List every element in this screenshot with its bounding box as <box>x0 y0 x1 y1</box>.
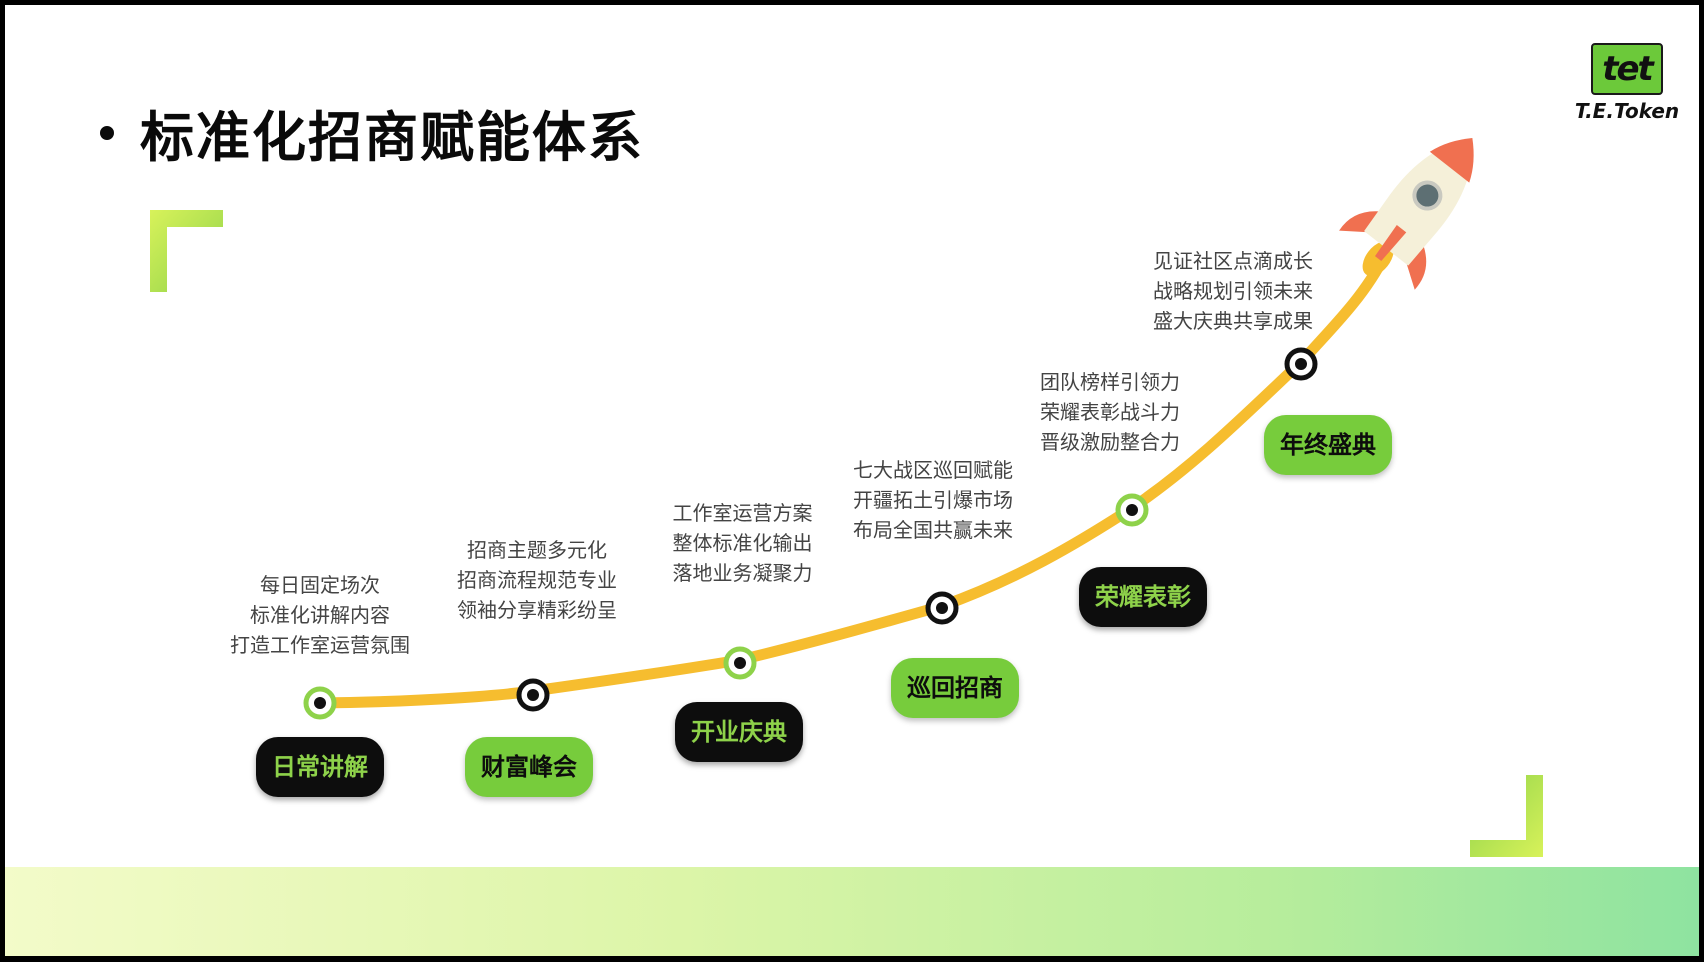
desc-line: 招商主题多元化 <box>467 538 607 562</box>
milestone-desc-4: 七大战区巡回赋能 开疆拓土引爆市场 布局全国共赢未来 <box>843 455 1023 545</box>
milestone-dot-6 <box>1284 347 1318 381</box>
corner-bracket-bottom-right-icon <box>1470 775 1543 857</box>
milestone-label-2: 财富峰会 <box>465 737 593 797</box>
bottom-gradient-band <box>5 867 1699 956</box>
logo-mark: tet <box>1591 43 1663 95</box>
milestone-label-3: 开业庆典 <box>675 702 803 762</box>
desc-line: 七大战区巡回赋能 <box>853 458 1013 482</box>
desc-line: 布局全国共赢未来 <box>853 518 1013 542</box>
desc-line: 每日固定场次 <box>260 573 380 597</box>
desc-line: 招商流程规范专业 <box>457 568 617 592</box>
desc-line: 开疆拓土引爆市场 <box>853 488 1013 512</box>
page-title: 标准化招商赋能体系 <box>100 93 644 172</box>
desc-line: 落地业务凝聚力 <box>672 561 813 585</box>
desc-line: 领袖分享精彩纷呈 <box>457 598 617 622</box>
milestone-dot-5 <box>1115 493 1149 527</box>
logo-mark-text: tet <box>1602 49 1654 89</box>
desc-line: 见证社区点滴成长 <box>1153 249 1313 273</box>
milestone-dot-1 <box>303 686 337 720</box>
milestone-dot-4 <box>925 591 959 625</box>
desc-line: 团队榜样引领力 <box>1040 370 1180 394</box>
milestone-desc-3: 工作室运营方案 整体标准化输出 落地业务凝聚力 <box>660 498 825 588</box>
milestone-label-5: 荣耀表彰 <box>1079 567 1207 627</box>
logo-text: T.E.Token <box>1574 99 1680 123</box>
desc-line: 标准化讲解内容 <box>250 603 390 627</box>
milestone-dot-3 <box>723 646 757 680</box>
milestone-label-4: 巡回招商 <box>891 658 1019 718</box>
milestone-desc-5: 团队榜样引领力 荣耀表彰战斗力 晋级激励整合力 <box>1030 367 1190 457</box>
milestone-desc-6: 见证社区点滴成长 战略规划引领未来 盛大庆典共享成果 <box>1143 246 1323 336</box>
growth-curve <box>303 138 1474 720</box>
desc-line: 整体标准化输出 <box>672 531 813 555</box>
desc-line: 打造工作室运营氛围 <box>230 633 410 657</box>
milestone-desc-1: 每日固定场次 标准化讲解内容 打造工作室运营氛围 <box>220 570 420 660</box>
milestone-label-1: 日常讲解 <box>256 737 384 797</box>
desc-line: 工作室运营方案 <box>672 501 813 525</box>
desc-line: 荣耀表彰战斗力 <box>1040 400 1180 424</box>
milestone-dot-2 <box>516 678 550 712</box>
brand-logo: tet T.E.Token <box>1567 43 1687 123</box>
page-title-text: 标准化招商赋能体系 <box>140 106 644 169</box>
bullet-icon <box>100 125 114 140</box>
desc-line: 盛大庆典共享成果 <box>1153 309 1313 333</box>
desc-line: 晋级激励整合力 <box>1040 430 1180 454</box>
milestone-label-6: 年终盛典 <box>1264 415 1392 475</box>
corner-bracket-top-left-icon <box>150 210 223 292</box>
milestone-desc-2: 招商主题多元化 招商流程规范专业 领袖分享精彩纷呈 <box>452 535 622 625</box>
rocket-icon <box>1339 138 1474 290</box>
desc-line: 战略规划引领未来 <box>1153 279 1313 303</box>
